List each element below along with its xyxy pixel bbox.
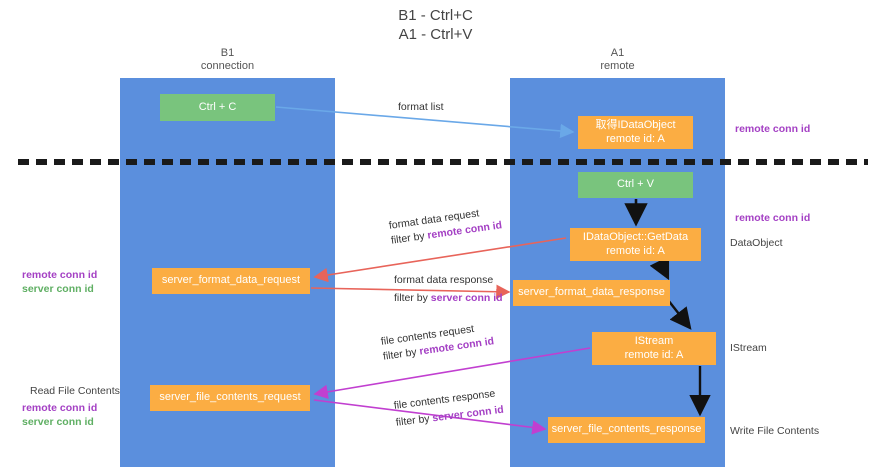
node-server-file-contents-response[interactable]: server_file_contents_response xyxy=(548,417,705,443)
arrow-label-format-data-request: format data request filter by remote con… xyxy=(388,203,503,248)
node-server-format-data-request[interactable]: server_format_data_request xyxy=(152,268,310,294)
lane-header-b1-role: connection xyxy=(200,60,255,72)
annotation-right-istream: IStream xyxy=(730,342,767,354)
annotation-right-remote-conn-id-mid: remote conn id xyxy=(735,212,811,224)
lane-header-a1: A1 remote xyxy=(510,47,725,73)
node-istream-line1: IStream xyxy=(634,335,674,347)
node-istream[interactable]: IStream remote id: A xyxy=(592,332,716,365)
node-ctrl-c[interactable]: Ctrl + C xyxy=(160,94,275,121)
arrow-label-fdres-line1: format data response xyxy=(394,274,494,286)
lane-header-a1-name: A1 xyxy=(610,47,625,59)
annotation-right-remote-conn-id-top: remote conn id xyxy=(735,123,811,135)
annotation-left-server-conn-id-2: server conn id xyxy=(22,416,94,428)
diagram-title: B1 - Ctrl+C A1 - Ctrl+V xyxy=(0,6,871,44)
node-server-file-contents-response-label: server_file_contents_response xyxy=(551,423,702,436)
lane-header-b1-name: B1 xyxy=(220,47,235,59)
node-get-idataobject-line2: remote id: A xyxy=(606,132,665,145)
arrow-label-format-list-text: format list xyxy=(398,101,444,113)
node-ctrl-v[interactable]: Ctrl + V xyxy=(578,172,693,198)
title-line-1: B1 - Ctrl+C xyxy=(398,7,473,24)
arrow-label-format-list: format list xyxy=(398,100,444,115)
node-get-idataobject[interactable]: 取得IDataObject remote id: A xyxy=(578,116,693,149)
node-server-file-contents-request[interactable]: server_file_contents_request xyxy=(150,385,310,411)
annotation-left-server-conn-id: server conn id xyxy=(22,283,94,295)
node-ctrl-v-label: Ctrl + V xyxy=(617,178,654,191)
arrow-label-file-contents-response: file contents response filter by server … xyxy=(393,386,505,431)
arrow-label-fdres-line2: filter by server conn id xyxy=(394,291,503,306)
arrow-label-fdres-key: server conn id xyxy=(430,292,503,304)
arrow-label-fdres-prefix: filter by xyxy=(394,292,431,304)
annotation-left-conn-ids-2: remote conn id server conn id xyxy=(22,401,97,429)
node-server-file-contents-request-label: server_file_contents_request xyxy=(159,391,301,404)
node-server-format-data-request-label: server_format_data_request xyxy=(161,274,301,287)
node-getdata-line2: remote id: A xyxy=(606,244,665,257)
annotation-left-remote-conn-id-2: remote conn id xyxy=(22,402,98,414)
node-get-idataobject-line1: 取得IDataObject xyxy=(595,119,676,131)
annotation-right-write-file-contents: Write File Contents xyxy=(730,425,820,437)
arrow-label-fcreq-prefix: filter by xyxy=(382,345,421,363)
node-server-format-data-response[interactable]: server_format_data_response xyxy=(513,280,670,306)
lane-header-b1: B1 connection xyxy=(120,47,335,73)
annotation-left-conn-ids: remote conn id server conn id xyxy=(22,268,97,296)
title-line-2: A1 - Ctrl+V xyxy=(398,26,473,43)
node-idataobject-getdata[interactable]: IDataObject::GetData remote id: A xyxy=(570,228,701,261)
lane-header-a1-role: remote xyxy=(600,60,635,72)
arrow-label-file-contents-request: file contents request filter by remote c… xyxy=(380,319,495,364)
node-istream-line2: remote id: A xyxy=(624,348,684,361)
annotation-left-read-file-contents: Read File Contents xyxy=(30,385,120,397)
node-ctrl-c-label: Ctrl + C xyxy=(198,100,237,113)
arrow-label-fcres-prefix: filter by xyxy=(395,412,434,429)
annotation-left-remote-conn-id: remote conn id xyxy=(22,269,98,281)
node-server-format-data-response-label: server_format_data_response xyxy=(518,286,665,299)
arrow-label-format-data-response: format data response filter by server co… xyxy=(394,273,503,306)
arrow-label-fdreq-prefix: filter by xyxy=(390,229,429,247)
node-getdata-line1: IDataObject::GetData xyxy=(582,231,689,243)
annotation-right-dataobject: DataObject xyxy=(730,237,783,249)
